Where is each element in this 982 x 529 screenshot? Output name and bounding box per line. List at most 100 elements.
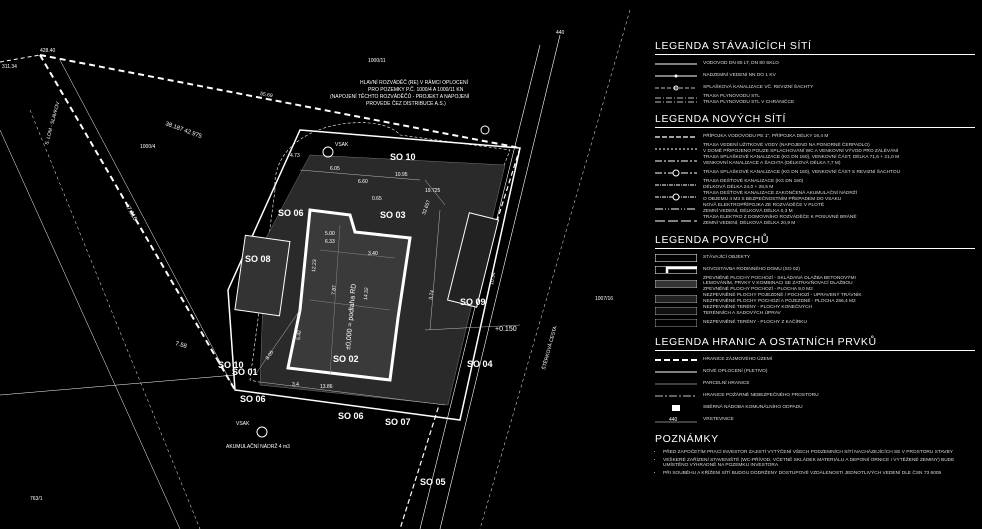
legend-row: PARCELNÍ HRANICE	[655, 378, 975, 389]
distributor-note-line: PRO POZEMKY P.Č. 1000/4 A 1000/11 KN	[368, 86, 464, 93]
area-boundary-symbol	[655, 356, 697, 364]
legend-label: TRASA VEDENÍ UŽITKOVÉ VODY (NAPOJENO NA …	[703, 143, 899, 154]
legend-label: HRANICE POŽÁRNĚ NEBEZPEČNÉHO PROSTORU	[703, 393, 819, 399]
dimension-label: 10.95	[395, 172, 408, 178]
dimension-label: 32.657	[421, 199, 432, 216]
parcel-label: 1000/4	[140, 144, 156, 150]
dimension-label: 19.725	[425, 188, 441, 194]
legend-notes: POZNÁMKY PŘED ZAPOČETÍM PRACÍ INVESTOR Z…	[655, 433, 975, 476]
legend-row: NEZPEVNĚNÉ TERÉNY - PLOCHY KONEČNÝCH TER…	[655, 305, 975, 316]
parcel-label: 1007/16	[595, 296, 613, 302]
so-label: SO 05	[420, 477, 446, 487]
tank-symbol	[655, 193, 697, 201]
dimension-label: 7.58	[174, 341, 187, 350]
distributor-note-line: PROVEDE ČEZ DISTRIBUCE A.S.)	[366, 100, 446, 107]
dimension-label: 55.69	[260, 91, 274, 99]
legend-label: SBĚRNÁ NÁDOBA KOMUNÁLNÍHO ODPADU	[703, 405, 803, 411]
road-label: S. LOM - SLAVKOV	[44, 100, 61, 145]
parcel-boundary-symbol	[655, 380, 697, 388]
road-label: ŠTĚRKOVÁ CESTA	[539, 324, 559, 370]
so-label: SO 02	[333, 354, 359, 364]
shed-so09	[446, 212, 500, 308]
dimension-label: 38.187 42.975	[164, 121, 203, 140]
electric-gate-symbol	[655, 217, 697, 225]
dimension-lines	[254, 169, 521, 406]
tank-symbol	[256, 426, 268, 438]
dimension-label: 10.34	[489, 272, 497, 286]
legend-label: NEZPEVNĚNÉ TERÉNY - PLOCHY KONEČNÝCH TER…	[703, 305, 813, 316]
legend-borders: LEGENDA HRANIC A OSTATNÍCH PRVKŮ HRANICE…	[655, 336, 975, 425]
so-label: SO 06	[338, 411, 364, 421]
utility-water-symbol	[655, 145, 697, 153]
legend-label: VRSTEVNICE	[703, 417, 734, 423]
legend-label: NOVOSTAVBA RODINNÉHO DOMU (SO 02)	[703, 266, 800, 272]
note-item: VEŠKERÉ ZAŘÍZENÍ STAVENIŠTĚ (WC-PŘÍVOD, …	[663, 458, 975, 469]
legend-row: NOVÉ OPLOCENÍ (PLETIVO)	[655, 366, 975, 377]
legend-new: LEGENDA NOVÝCH SÍTÍ PŘÍPOJKA VODOVODU PE…	[655, 113, 975, 226]
so-label: SO 06	[240, 394, 266, 404]
so-label: SO 10	[390, 152, 416, 162]
legend-row: SBĚRNÁ NÁDOBA KOMUNÁLNÍHO ODPADU	[655, 402, 975, 413]
legend-row: TRASA DEŠŤOVÉ KANALIZACE ZAKONČENÁ AKUMU…	[655, 191, 975, 202]
legend-row: ZPEVNĚNÉ PLOCHY POCHOZÍ - SKLÁDANÁ DLAŽB…	[655, 276, 975, 292]
dimension-label: 3.4	[292, 382, 299, 388]
legend-row: TRASA ELEKTRO Z DOMOVNÍHO ROZVÁDĚČE K PO…	[655, 215, 975, 226]
legend-label: TRASA SPLAŠKOVÉ KANALIZACE (KG DN 160), …	[703, 155, 900, 166]
dimension-label: 6.05	[330, 166, 340, 172]
vsak-symbol	[322, 146, 334, 158]
legend-label: NADZEMNÍ VEDENÍ NN DO 1 kV	[703, 72, 776, 78]
parcel-label: 1000/11	[368, 58, 386, 64]
so-label: SO 08	[245, 254, 271, 264]
legend-existing: LEGENDA STÁVAJÍCÍCH SÍTÍ VODOVOD DN 80 L…	[655, 40, 975, 105]
new-house-swatch	[655, 265, 697, 274]
dimension-label: 6.33	[325, 239, 335, 245]
legend-label: STÁVAJÍCÍ OBJEKTY	[703, 254, 751, 260]
gas-line-symbol	[655, 96, 697, 104]
gravel-swatch	[655, 318, 697, 327]
note-item: PŘI SOUBĚHU A KŘÍŽENÍ SÍTÍ BUDOU DODRŽEN…	[663, 471, 975, 477]
house-outline	[286, 208, 412, 382]
water-line-symbol	[655, 60, 697, 68]
sewer-new-symbol	[655, 157, 697, 165]
rainwater-symbol	[655, 181, 697, 189]
dimension-label: 3.74	[428, 290, 436, 301]
svg-text:440: 440	[669, 417, 678, 423]
legend-row: NOVÁ ELEKTROPŘÍPOJKA ZE ROZVÁDĚČE V PLOT…	[655, 203, 975, 214]
fence-symbol	[655, 368, 697, 376]
legend-row: TRASA DEŠŤOVÉ KANALIZACE (KG DN 160) DÉL…	[655, 179, 975, 190]
dimension-label: 47.316	[123, 203, 138, 222]
so-label: SO 01	[232, 367, 258, 377]
distributor-note-line: (NAPOJENÍ TĚCHTO ROZVÁDĚČŮ - PROJEKT A N…	[330, 92, 470, 100]
legend-row: NEZPEVNĚNÉ TERÉNY - PLOCHY Z KAČÍRKU	[655, 317, 975, 328]
tank-note: AKUMULAČNÍ NÁDRŽ 4 m3	[226, 442, 290, 450]
point-label: 440	[556, 30, 565, 36]
dimension-label: 4.73	[290, 153, 300, 159]
legend-row: NADZEMNÍ VEDENÍ NN DO 1 kV	[655, 70, 975, 81]
legend-row: NOVOSTAVBA RODINNÉHO DOMU (SO 02)	[655, 264, 975, 275]
so-label: SO 06	[278, 208, 304, 218]
legend-panel: LEGENDA STÁVAJÍCÍCH SÍTÍ VODOVOD DN 80 L…	[655, 40, 975, 485]
lawn-swatch	[655, 294, 697, 303]
dimension-label: 14.32	[363, 287, 370, 300]
legend-label: SPLAŠKOVÁ KANALIZACE VČ. REVIZNÍ ŠACHTY	[703, 84, 814, 90]
legend-row: HRANICE ZÁJMOVÉHO ÚZEMÍ	[655, 354, 975, 365]
legend-label: TRASA PLYNOVODU STL TRASA PLYNOVODU STL …	[703, 94, 795, 105]
dimension-label: 3.40	[368, 251, 378, 257]
legend-label: VODOVOD DN 80 LT, DN 80 SKLO	[703, 60, 779, 66]
legend-row: HRANICE POŽÁRNĚ NEBEZPEČNÉHO PROSTORU	[655, 390, 975, 401]
legend-label: HRANICE ZÁJMOVÉHO ÚZEMÍ	[703, 357, 773, 363]
legend-row: TRASA VEDENÍ UŽITKOVÉ VODY (NAPOJENO NA …	[655, 143, 975, 154]
legend-row: SPLAŠKOVÁ KANALIZACE VČ. REVIZNÍ ŠACHTY	[655, 82, 975, 93]
legend-existing-title: LEGENDA STÁVAJÍCÍCH SÍTÍ	[655, 40, 975, 55]
dimension-label: 5.42	[296, 330, 303, 340]
so-label: SO 07	[385, 417, 411, 427]
legend-row: TRASA PLYNOVODU STL TRASA PLYNOVODU STL …	[655, 94, 975, 105]
legend-label: NEZPEVNĚNÉ TERÉNY - PLOCHY Z KAČÍRKU	[703, 320, 807, 326]
legend-row: 440 VRSTEVNICE	[655, 414, 975, 425]
legend-label: NEZPEVNĚNÉ PLOCHY POJEZDNÉ / POCHOZÍ - U…	[703, 293, 862, 304]
legend-label: TRASA SPLAŠKOVÉ KANALIZACE (KG DN 160), …	[703, 169, 901, 175]
contour-symbol: 440	[655, 416, 697, 424]
sewer-shaft-symbol	[655, 169, 697, 177]
so-label: SO 09	[460, 297, 486, 307]
